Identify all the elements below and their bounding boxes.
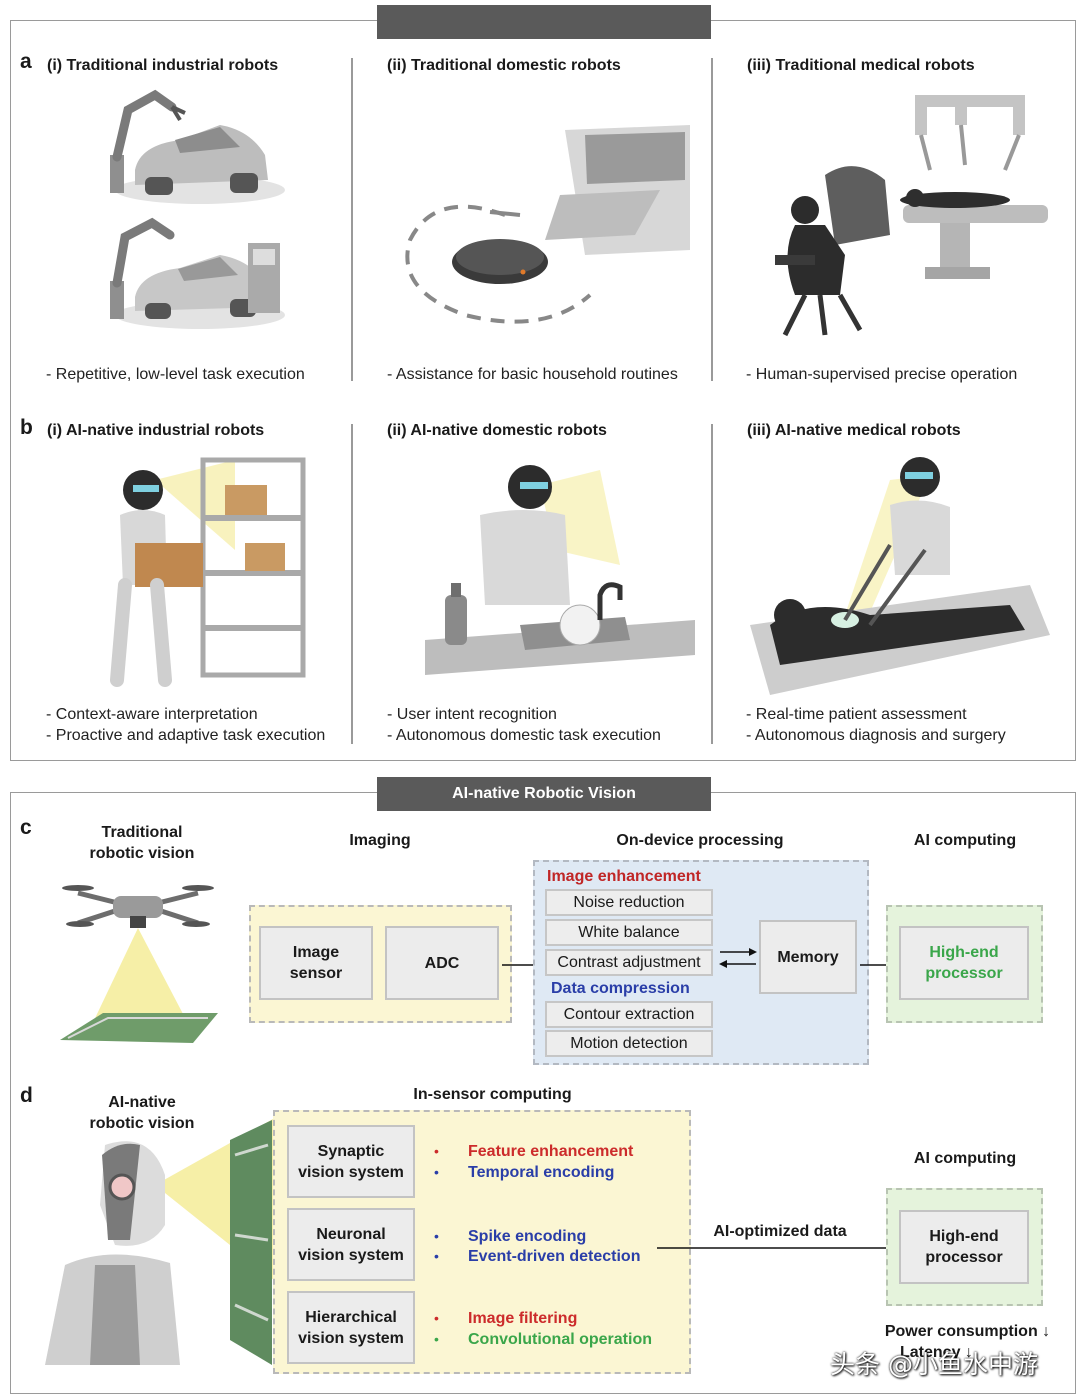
- medical-native-desc: - Real-time patient assessment - Autonom…: [746, 704, 1006, 746]
- ai-computing-label-d: AI computing: [913, 1150, 1017, 1167]
- bullet: •: [434, 1164, 439, 1180]
- latency-label: Latency ↓: [900, 1344, 973, 1361]
- synaptic-line-1: Synaptic: [317, 1142, 385, 1160]
- panel-c-letter: c: [20, 816, 32, 839]
- traditional-vision-label-1: Traditional: [101, 824, 183, 841]
- domestic-traditional-desc: - Assistance for basic household routine…: [387, 366, 678, 383]
- power-consumption-label: Power consumption ↓: [884, 1323, 1051, 1340]
- bullet: •: [434, 1310, 439, 1326]
- processor-d-line-1: High-end: [929, 1228, 999, 1245]
- ai-computing-label-c: AI computing: [913, 832, 1017, 849]
- divider: [351, 424, 353, 744]
- high-end-processor-d: High-end processor: [899, 1210, 1029, 1284]
- contrast-adjustment-box: Contrast adjustment: [545, 949, 713, 976]
- traditional-vision-label: Traditional robotic vision: [72, 822, 212, 864]
- medical-native-desc-1: - Real-time patient assessment: [746, 706, 967, 723]
- industrial-traditional-desc: - Repetitive, low-level task execution: [46, 366, 305, 383]
- native-vision-label: AI-native robotic vision: [72, 1092, 212, 1134]
- high-end-processor-c: High-end processor: [899, 926, 1029, 1000]
- domestic-native-desc: - User intent recognition - Autonomous d…: [387, 704, 661, 746]
- event-driven-detection-text: Event-driven detection: [468, 1248, 641, 1265]
- memory-box: Memory: [759, 920, 857, 994]
- temporal-encoding-text: Temporal encoding: [468, 1164, 615, 1181]
- image-sensor-box: Image sensor: [259, 926, 373, 1000]
- industrial-native-desc: - Context-aware interpretation - Proacti…: [46, 704, 325, 746]
- industrial-native-desc-1: - Context-aware interpretation: [46, 706, 258, 723]
- contour-extraction-box: Contour extraction: [545, 1001, 713, 1028]
- humanoid-robot-washing-dishes-illustration: [425, 465, 695, 675]
- spike-encoding-text: Spike encoding: [468, 1228, 587, 1245]
- convolutional-operation-text: Convolutional operation: [468, 1331, 652, 1348]
- robotic-vision-header: AI-native Robotic Vision: [377, 777, 711, 811]
- ai-optimized-data-label: AI-optimized data: [713, 1223, 847, 1240]
- on-device-processing-label: On-device processing: [616, 832, 784, 849]
- white-balance-box: White balance: [545, 919, 713, 946]
- bullet: •: [434, 1248, 439, 1264]
- panel-d-letter: d: [20, 1084, 33, 1107]
- domestic-native-title: (ii) AI-native domestic robots: [387, 422, 607, 439]
- native-vision-label-1: AI-native: [108, 1094, 176, 1111]
- neuronal-line-2: vision system: [298, 1246, 404, 1264]
- neuronal-vision-system-box: Neuronal vision system: [287, 1208, 415, 1281]
- image-sensor-line-2: sensor: [289, 965, 343, 982]
- divider: [711, 58, 713, 381]
- processor-d-line-2: processor: [925, 1249, 1003, 1266]
- surgical-robot-console-illustration: [775, 95, 1048, 337]
- industrial-native-title: (i) AI-native industrial robots: [47, 422, 265, 439]
- image-enhancement-heading: Image enhancement: [547, 868, 701, 885]
- in-sensor-computing-label: In-sensor computing: [413, 1086, 572, 1103]
- industrial-robot-arm-car-illustration: [110, 89, 285, 329]
- processor-c-line-2: processor: [925, 965, 1003, 982]
- image-sensor-line-1: Image: [292, 944, 340, 961]
- industrial-traditional-title: (i) Traditional industrial robots: [47, 57, 279, 74]
- noise-reduction-box: Noise reduction: [545, 889, 713, 916]
- domestic-native-desc-2: - Autonomous domestic task execution: [387, 727, 661, 744]
- robot-vacuum-dishwasher-illustration: [405, 125, 690, 324]
- feature-enhancement-text: Feature enhancement: [468, 1143, 634, 1160]
- humanoid-robot-surgery-illustration: [750, 457, 1050, 695]
- medical-native-desc-2: - Autonomous diagnosis and surgery: [746, 727, 1006, 744]
- hierarchical-vision-system-box: Hierarchical vision system: [287, 1291, 415, 1364]
- panel-b-letter: b: [20, 416, 33, 439]
- imaging-label: Imaging: [349, 832, 411, 849]
- panel-a-letter: a: [20, 50, 32, 73]
- industrial-native-desc-2: - Proactive and adaptive task execution: [46, 727, 326, 744]
- memory-bidirectional-arrow: [719, 948, 757, 968]
- hierarchical-line-2: vision system: [298, 1329, 404, 1347]
- arrow-to-processor-d: [657, 1243, 898, 1253]
- native-vision-label-2: robotic vision: [89, 1115, 195, 1132]
- bullet: •: [434, 1143, 439, 1159]
- medical-traditional-title: (iii) Traditional medical robots: [747, 57, 975, 74]
- divider: [711, 424, 713, 744]
- hierarchical-line-1: Hierarchical: [305, 1308, 397, 1326]
- adc-box: ADC: [385, 926, 499, 1000]
- domestic-native-desc-1: - User intent recognition: [387, 706, 557, 723]
- humanoid-robot-warehouse-illustration: [110, 457, 306, 687]
- medical-native-title: (iii) AI-native medical robots: [747, 422, 961, 439]
- humanoid-robot-head-illustration: [45, 1115, 280, 1365]
- motion-detection-box: Motion detection: [545, 1030, 713, 1057]
- processor-c-line-1: High-end: [929, 944, 999, 961]
- data-compression-heading: Data compression: [551, 980, 690, 997]
- image-filtering-text: Image filtering: [468, 1310, 578, 1327]
- synaptic-vision-system-box: Synaptic vision system: [287, 1125, 415, 1198]
- neuronal-line-1: Neuronal: [316, 1225, 386, 1243]
- bullet: •: [434, 1228, 439, 1244]
- divider: [351, 58, 353, 381]
- drone-camera-illustration: [60, 885, 218, 1043]
- top-section-header: [377, 5, 711, 39]
- watermark: 头条 @小鱼水中游: [830, 1350, 1038, 1379]
- traditional-vision-label-2: robotic vision: [89, 845, 195, 862]
- medical-traditional-desc: - Human-supervised precise operation: [746, 366, 1018, 383]
- bullet: •: [434, 1331, 439, 1347]
- domestic-traditional-title: (ii) Traditional domestic robots: [387, 57, 621, 74]
- synaptic-line-2: vision system: [298, 1163, 404, 1181]
